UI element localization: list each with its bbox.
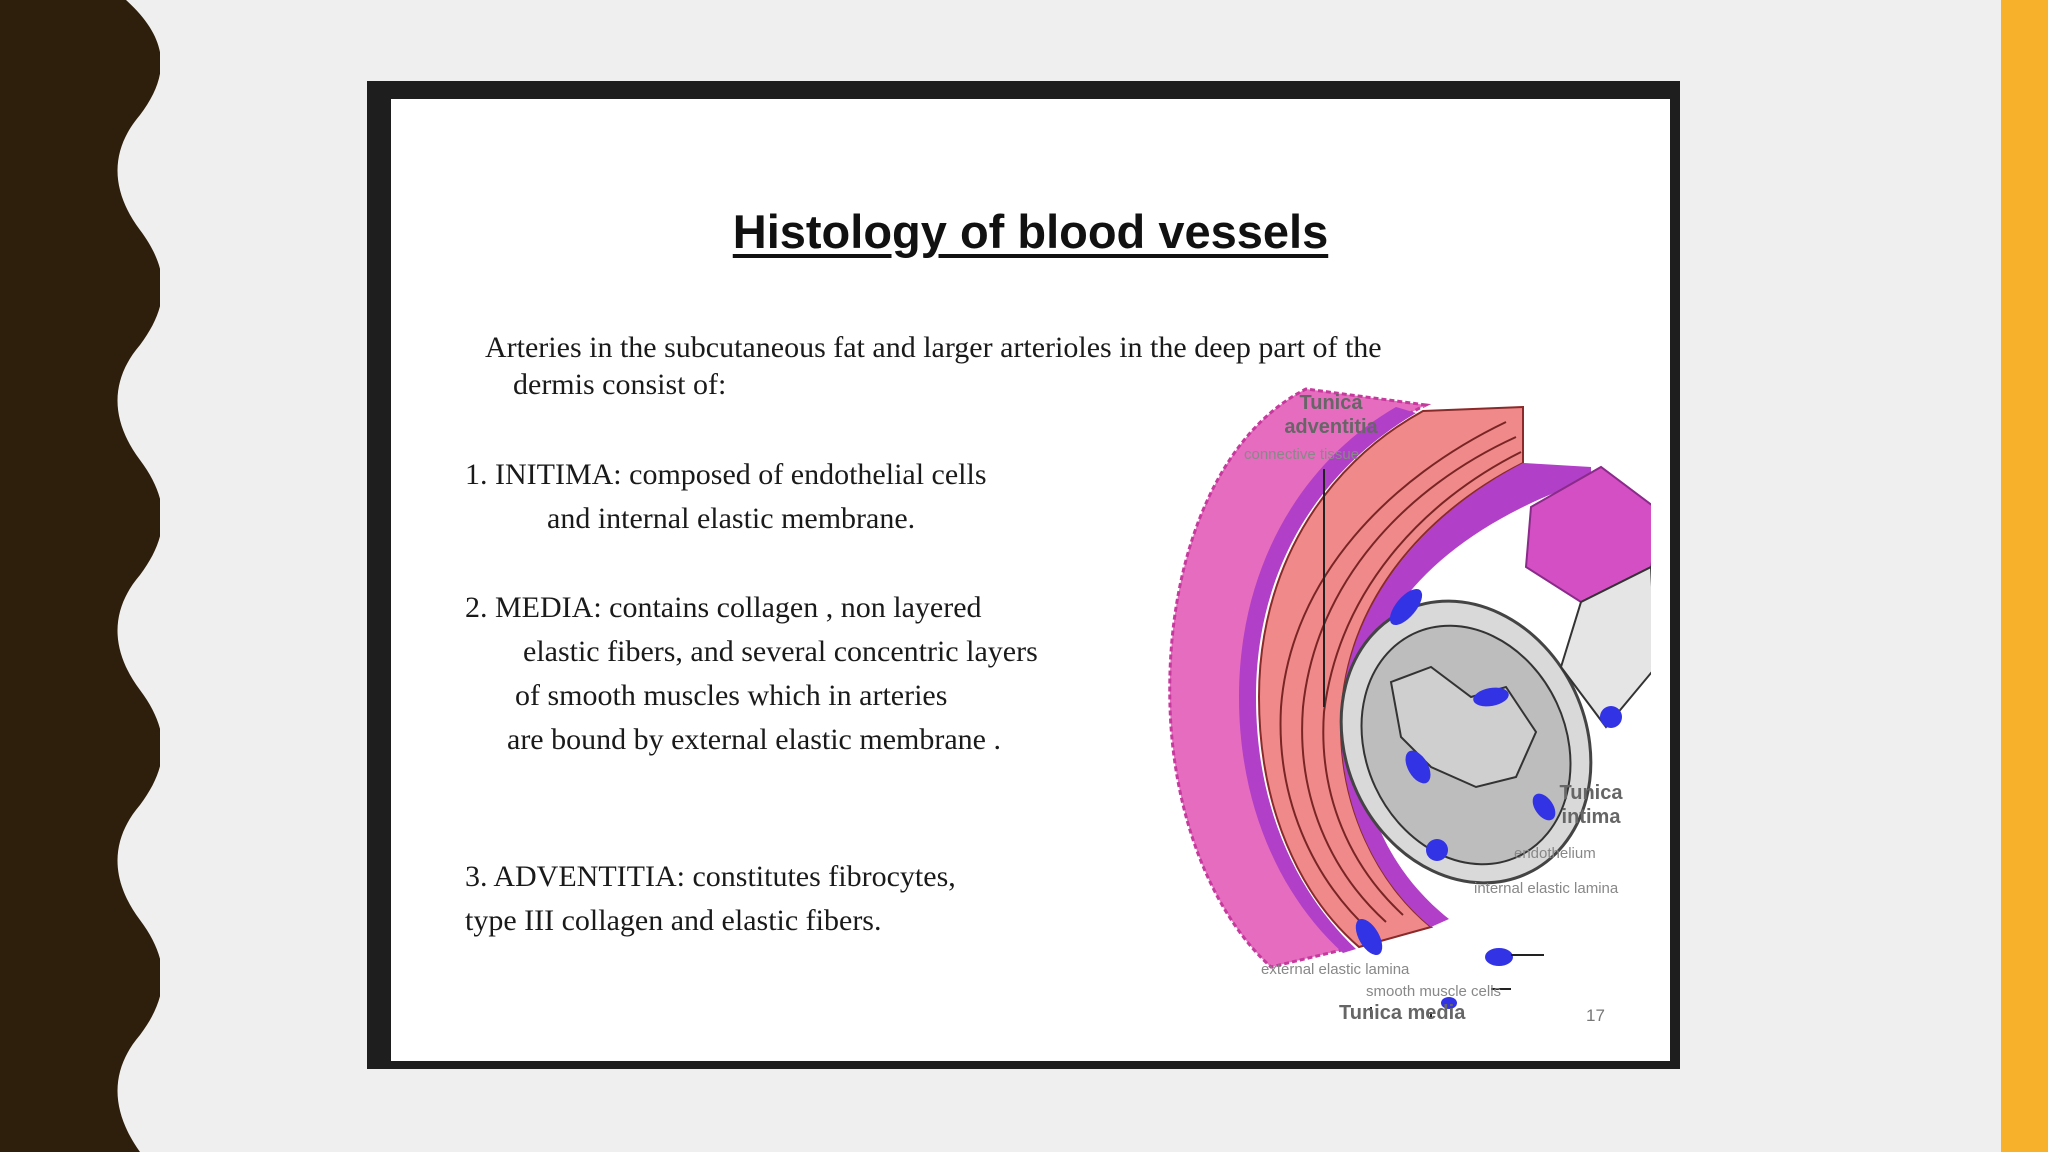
point-media: 2. MEDIA: contains collagen , non layere… bbox=[465, 586, 1038, 762]
point-line: type III collagen and elastic fibers. bbox=[465, 904, 882, 937]
intro-line-2: dermis consist of: bbox=[513, 368, 727, 401]
label-tunica-media: Tunica media bbox=[1339, 1002, 1466, 1024]
point-line: 1. INITIMA: composed of endothelial cell… bbox=[465, 458, 987, 491]
label-smooth-muscle-cells: smooth muscle cells bbox=[1366, 983, 1502, 1000]
slide: Histology of blood vessels Arteries in t… bbox=[391, 99, 1670, 1061]
internal-elastic-lamina bbox=[1341, 463, 1591, 927]
slide-image-frame: Histology of blood vessels Arteries in t… bbox=[367, 81, 1680, 1069]
slide-title: Histology of blood vessels bbox=[732, 205, 1329, 258]
point-line: 3. ADVENTITIA: constitutes fibrocytes, bbox=[465, 860, 956, 893]
label-connective-tissue: connective tissue bbox=[1244, 446, 1360, 463]
slide-intro: Arteries in the subcutaneous fat and lar… bbox=[485, 329, 1382, 403]
wavy-edge-band bbox=[0, 0, 160, 1152]
label-line: Tunica bbox=[1299, 392, 1363, 414]
blood-vessel-diagram bbox=[1168, 387, 1651, 1017]
label-line: adventitia bbox=[1284, 416, 1378, 438]
point-line: 2. MEDIA: contains collagen , non layere… bbox=[465, 591, 982, 624]
label-tunica-intima: Tunica intima bbox=[1551, 781, 1631, 829]
point-adventitia: 3. ADVENTITIA: constitutes fibrocytes, t… bbox=[465, 855, 956, 943]
point-line: are bound by external elastic membrane . bbox=[507, 723, 1001, 756]
label-line: intima bbox=[1561, 806, 1621, 828]
point-line: of smooth muscles which in arteries bbox=[515, 679, 948, 712]
accent-band bbox=[2001, 0, 2048, 1152]
label-tunica-adventitia: Tunica adventitia bbox=[1271, 391, 1391, 439]
intro-line-1: Arteries in the subcutaneous fat and lar… bbox=[485, 331, 1382, 364]
point-line: elastic fibers, and several concentric l… bbox=[523, 635, 1038, 668]
tunica-intima-band bbox=[1524, 465, 1651, 604]
label-internal-elastic-lamina: internal elastic lamina bbox=[1474, 880, 1619, 897]
point-line: and internal elastic membrane. bbox=[547, 502, 916, 535]
label-line: Tunica bbox=[1559, 782, 1623, 804]
label-endothelium: endothelium bbox=[1514, 845, 1596, 862]
cell-nuclei bbox=[1355, 588, 1622, 1009]
point-intima: 1. INITIMA: composed of endothelial cell… bbox=[465, 453, 987, 541]
page-number: 17 bbox=[1586, 1006, 1605, 1025]
label-external-elastic-lamina: external elastic lamina bbox=[1261, 961, 1410, 978]
external-elastic-lamina bbox=[1239, 407, 1416, 953]
